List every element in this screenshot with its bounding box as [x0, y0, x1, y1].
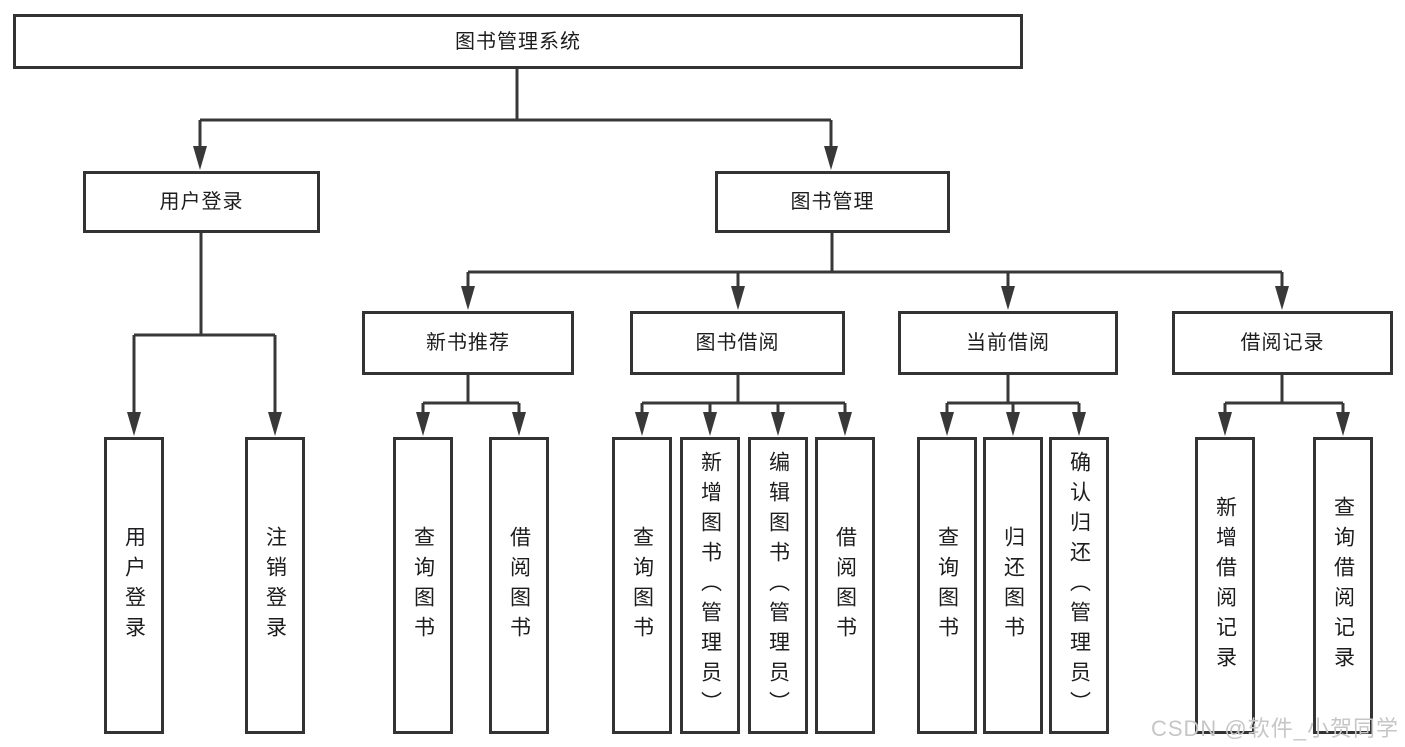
arrowhead-down-icon: [635, 412, 649, 436]
arrowhead-down-icon: [1336, 412, 1350, 436]
tree-edge-line: [421, 375, 521, 414]
node-leaf-user-login: 用户登录: [104, 437, 164, 734]
arrowhead-down-icon: [268, 412, 282, 436]
node-leaf-query-borrow-record: 查询借阅记录: [1313, 437, 1373, 734]
node-leaf-return-books: 归还图书: [983, 437, 1043, 734]
node-leaf-borrow-books-1: 借阅图书: [489, 437, 549, 734]
arrowhead-down-icon: [838, 412, 852, 436]
node-user-login: 用户登录: [83, 171, 320, 233]
arrowhead-down-icon: [703, 412, 717, 436]
node-current-borrowing: 当前借阅: [898, 311, 1118, 375]
tree-edge-line: [132, 233, 277, 413]
node-leaf-add-books-admin: 新增图书（管理员）: [680, 437, 740, 734]
arrowhead-down-icon: [940, 412, 954, 436]
node-book-management: 图书管理: [715, 171, 950, 233]
arrowhead-down-icon: [771, 412, 785, 436]
node-leaf-confirm-return-admin: 确认归还（管理员）: [1049, 437, 1109, 734]
arrowhead-down-icon: [731, 286, 745, 310]
arrowhead-down-icon: [824, 146, 838, 170]
arrowhead-down-icon: [1072, 412, 1086, 436]
node-leaf-query-books-2: 查询图书: [612, 437, 672, 734]
node-leaf-edit-books-admin: 编辑图书（管理员）: [748, 437, 808, 734]
tree-edge-line: [198, 68, 833, 148]
node-borrow-records: 借阅记录: [1172, 311, 1393, 375]
node-leaf-query-books-1: 查询图书: [393, 437, 453, 734]
tree-edge-line: [640, 375, 847, 414]
node-leaf-query-books-3: 查询图书: [917, 437, 977, 734]
tree-edge-line: [1223, 375, 1345, 414]
arrowhead-down-icon: [1275, 286, 1289, 310]
arrowhead-down-icon: [193, 146, 207, 170]
arrowhead-down-icon: [1001, 286, 1015, 310]
arrowhead-down-icon: [512, 412, 526, 436]
arrowhead-down-icon: [1006, 412, 1020, 436]
node-root: 图书管理系统: [13, 14, 1023, 69]
node-leaf-borrow-books-2: 借阅图书: [815, 437, 875, 734]
tree-edge-line: [466, 233, 1284, 288]
arrowhead-down-icon: [461, 286, 475, 310]
watermark: CSDN @软件_小贺同学: [1150, 716, 1399, 741]
arrowhead-down-icon: [127, 412, 141, 436]
arrowhead-down-icon: [1218, 412, 1232, 436]
node-book-borrowing: 图书借阅: [630, 311, 845, 375]
node-leaf-logout: 注销登录: [245, 437, 305, 734]
arrowhead-down-icon: [416, 412, 430, 436]
node-leaf-add-borrow-record: 新增借阅记录: [1195, 437, 1255, 734]
tree-edge-line: [945, 375, 1081, 414]
node-new-book-recommend: 新书推荐: [362, 311, 574, 375]
